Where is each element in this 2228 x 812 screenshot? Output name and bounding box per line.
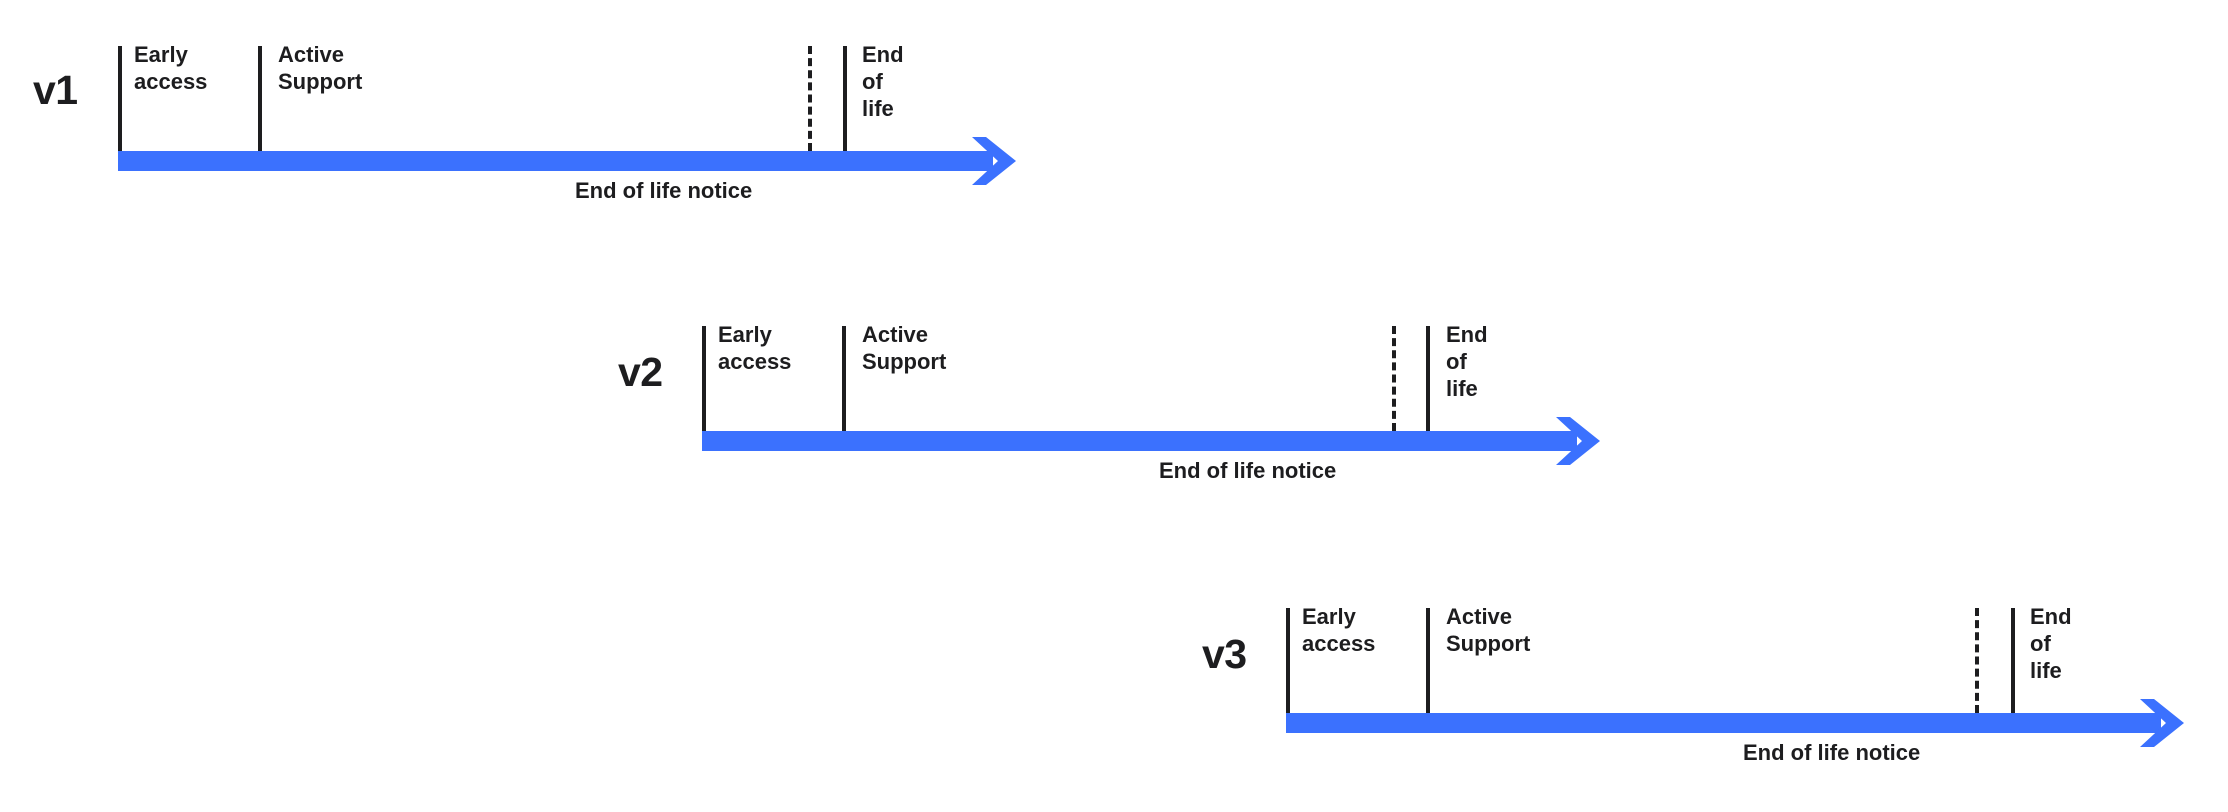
phase-divider-1 — [702, 326, 706, 431]
end-of-life-label: End of life — [1446, 322, 1488, 401]
phase-divider-2 — [1426, 608, 1430, 713]
end-of-life-notice-label: End of life notice — [1743, 740, 1921, 765]
end-of-life-notice-label: End of life notice — [1159, 458, 1337, 483]
end-of-life-notice-label: End of life notice — [575, 178, 753, 203]
phase-divider-1 — [1286, 608, 1290, 713]
phase-divider-3 — [2011, 608, 2015, 713]
end-of-life-notice-divider — [808, 46, 812, 151]
phase-divider-2 — [842, 326, 846, 431]
active-support-label: Active Support — [1446, 604, 1531, 656]
timeline-arrowhead-icon — [2136, 697, 2188, 749]
timeline-bar — [702, 431, 1577, 451]
active-support-label: Active Support — [278, 42, 363, 94]
timeline-bar — [1286, 713, 2161, 733]
phase-divider-3 — [843, 46, 847, 151]
early-access-label: Early access — [134, 42, 208, 94]
early-access-label: Early access — [1302, 604, 1376, 656]
version-label-v3: v3 — [1202, 631, 1247, 677]
end-of-life-label: End of life — [862, 42, 904, 121]
version-label-v1: v1 — [33, 67, 78, 113]
phase-divider-3 — [1426, 326, 1430, 431]
phase-divider-1 — [118, 46, 122, 151]
end-of-life-label: End of life — [2030, 604, 2072, 683]
phase-divider-2 — [258, 46, 262, 151]
version-label-v2: v2 — [618, 349, 663, 395]
early-access-label: Early access — [718, 322, 792, 374]
end-of-life-notice-divider — [1975, 608, 1979, 713]
timeline-arrowhead-icon — [968, 135, 1020, 187]
timeline-arrowhead-icon — [1552, 415, 1604, 467]
active-support-label: Active Support — [862, 322, 947, 374]
timeline-bar — [118, 151, 993, 171]
end-of-life-notice-divider — [1392, 326, 1396, 431]
